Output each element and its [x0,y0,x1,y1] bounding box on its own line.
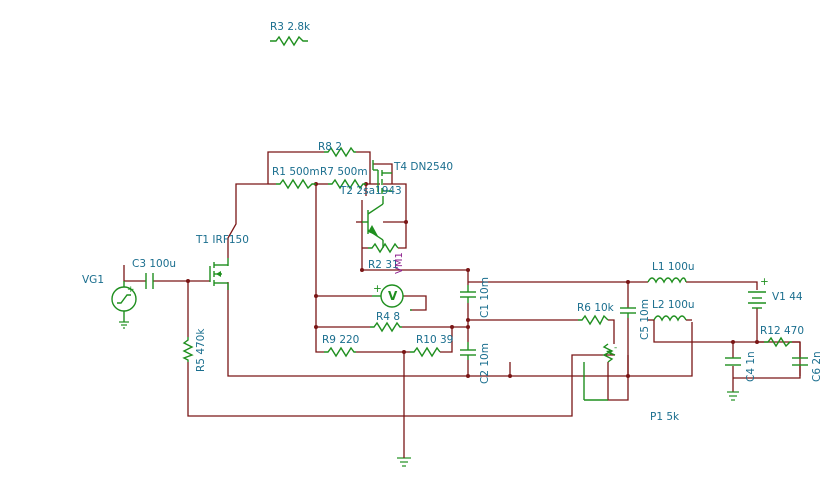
resistor-r5[interactable] [182,337,194,362]
resistor-r12[interactable] [764,336,792,348]
meter-v-glyph: V [388,289,398,303]
label-c4: C4 1n [745,351,757,382]
capacitor-c3[interactable] [145,273,154,289]
label-r9: R9 220 [322,334,359,346]
capacitor-c4[interactable] [725,357,741,366]
resistor-r10[interactable] [410,346,441,358]
label-l1: L1 100u [652,261,695,273]
label-r4: R4 8 [376,311,400,323]
label-t1: T1 IRF150 [195,234,249,246]
component-labels: R3 2.8k R8 2 R1 500m R7 500m T4 DN2540 T… [82,21,823,423]
label-r8: R8 2 [318,141,342,153]
label-c6: C6 2n [811,351,823,382]
label-v1: V1 44 [772,291,803,303]
resistor-r6[interactable] [578,314,609,326]
resistor-r8[interactable] [324,146,356,158]
inductor-l2[interactable] [653,315,687,322]
label-vg1: VG1 [82,274,104,286]
ground-symbol-main [397,456,411,467]
label-t2: T2 2sa1943 [339,185,402,197]
wires [123,151,801,456]
mosfet-t1[interactable] [209,258,229,290]
capacitor-c6[interactable] [792,357,808,366]
resistor-r1[interactable] [276,178,316,190]
label-c3: C3 100u [132,258,176,270]
mosfet-t4[interactable] [372,160,392,194]
label-r12: R12 470 [760,325,804,337]
transistor-t2[interactable] [362,196,384,248]
label-r3: R3 2.8k [270,21,311,33]
ground-symbol-c4 [727,391,739,401]
label-vm1: VM1 [394,252,405,274]
label-r6: R6 10k [577,302,615,314]
label-c5: C5 10m [639,299,651,340]
resistor-t2-base[interactable] [368,242,399,254]
inductor-l1[interactable] [647,277,687,284]
label-c2: C2 10m [479,343,491,384]
battery-v1[interactable] [748,291,766,309]
v1-plus-glyph: + [760,276,769,288]
label-t4: T4 DN2540 [393,161,453,173]
resistor-r7[interactable] [328,178,366,190]
label-r5: R5 470k [195,328,207,372]
label-r10: R10 39 [416,334,453,346]
label-r1: R1 500m [272,166,320,178]
potentiometer-p1[interactable] [583,343,616,401]
resistor-r9[interactable] [324,346,356,358]
meter-plus-glyph: + [373,283,382,295]
vg1-plus-glyph: + [127,285,135,295]
label-r2: R2 31 [368,259,399,271]
signal-generator-vg1[interactable] [111,281,137,329]
junctions [186,182,759,378]
capacitor-c1[interactable] [460,285,476,303]
capacitor-c2[interactable] [460,342,476,360]
resistor-r4[interactable] [370,321,402,333]
label-r7: R7 500m [320,166,368,178]
resistor-r3[interactable] [270,35,308,47]
capacitor-c5[interactable] [620,307,636,318]
voltmeter-vm1[interactable] [372,284,404,308]
label-c1: C1 10m [479,277,491,318]
label-p1: P1 5k [650,411,680,423]
pot-minus-glyph: - [614,343,617,353]
label-l2: L2 100u [652,299,695,311]
